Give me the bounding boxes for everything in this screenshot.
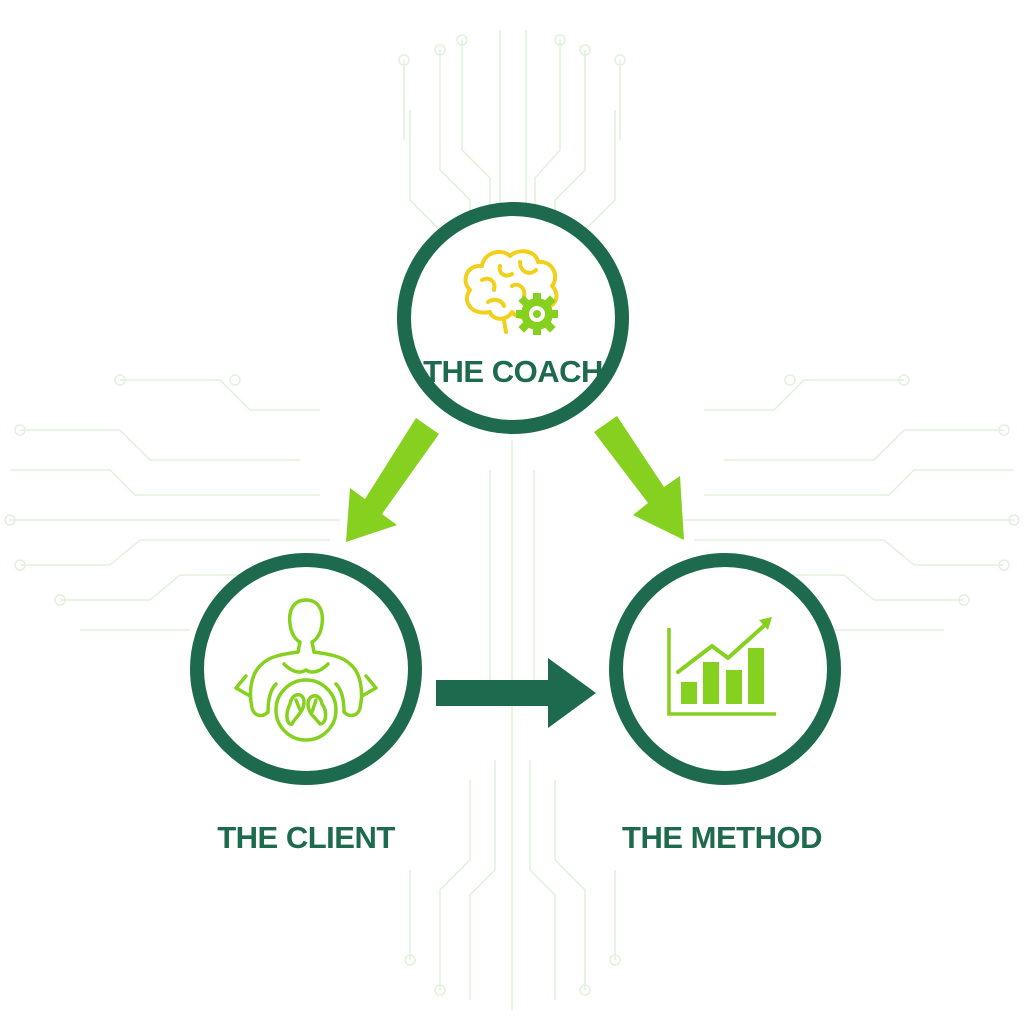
method-label: THE METHOD (622, 820, 822, 855)
node-client: THE CLIENT (190, 553, 422, 855)
node-coach: THE COACH (397, 202, 629, 434)
arrow-coach-to-client (346, 418, 439, 542)
client-label: THE CLIENT (217, 820, 395, 855)
muscular-body-gut-icon (234, 598, 378, 742)
node-method: THE METHOD (609, 553, 841, 855)
growth-bar-chart-icon (667, 617, 776, 716)
arrow-coach-to-method (594, 416, 684, 540)
coach-label: THE COACH (423, 354, 603, 389)
brain-gear-icon (463, 249, 559, 335)
gear-icon (516, 293, 558, 335)
method-circle (609, 553, 841, 785)
circuit-background (4, 30, 1020, 1010)
arrow-client-to-method (436, 658, 596, 728)
coach-circle (397, 202, 629, 434)
